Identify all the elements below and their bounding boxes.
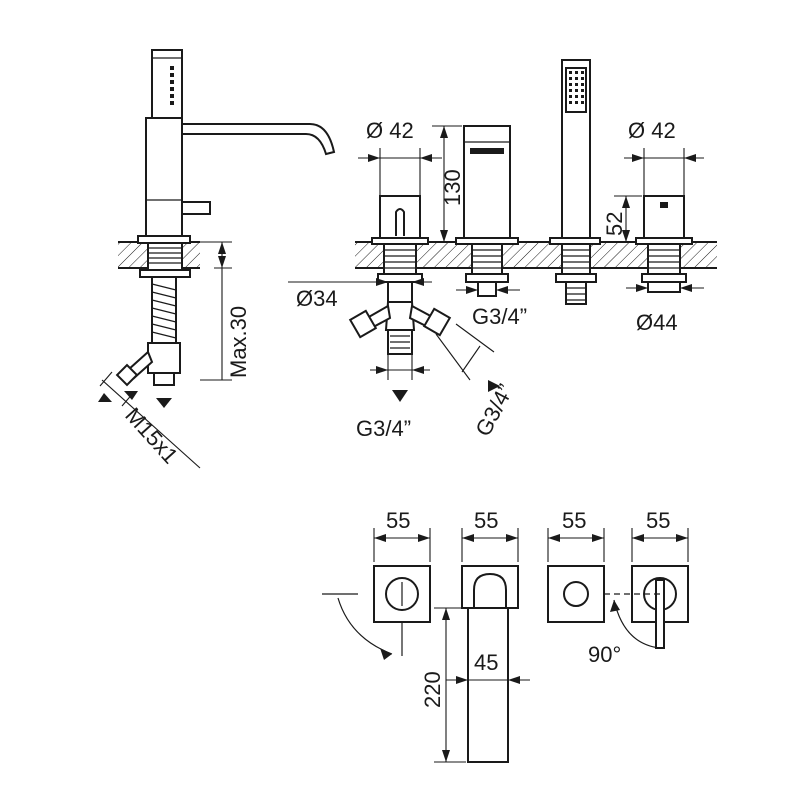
- side-view-four-hole: Ø34 Ø 42 G3/4” G3/4” 13: [288, 59, 717, 441]
- label-d42-right: Ø 42: [628, 118, 676, 143]
- diverter-knob-top: [385, 577, 419, 611]
- hand-shower-side: [151, 49, 183, 119]
- threaded-shank-side: [147, 242, 183, 272]
- label-w45: 45: [474, 650, 498, 675]
- label-g34-angled: G3/4”: [470, 380, 518, 440]
- shower-holes: [569, 71, 584, 104]
- label-m15x1: M15x1: [120, 403, 183, 469]
- shower-holes-side: [170, 66, 174, 105]
- shower-plate-top: [547, 565, 605, 623]
- label-max30: Max.30: [226, 306, 251, 378]
- shower-hole-top: [563, 581, 589, 607]
- label-d44: Ø44: [636, 310, 678, 335]
- base-flange-side: [137, 235, 191, 244]
- outlet-arrow-down: [156, 398, 172, 408]
- diverter-knob: [379, 195, 421, 239]
- locking-nut-side: [139, 269, 191, 278]
- label-h52: 52: [602, 212, 627, 236]
- label-g34-spout: G3/4”: [472, 304, 527, 329]
- side-view-mixer: Max.30 M15x1: [98, 49, 336, 469]
- label-w55-3: 55: [562, 508, 586, 533]
- label-w55-4: 55: [646, 508, 670, 533]
- label-h220: 220: [420, 671, 445, 708]
- plan-view: 55 55 55 55 45: [322, 508, 689, 763]
- label-d34: Ø34: [296, 286, 338, 311]
- width-dims: 55 55 55 55: [373, 508, 689, 562]
- label-w55-1: 55: [386, 508, 410, 533]
- label-angle90: 90°: [588, 642, 621, 667]
- label-w55-2: 55: [474, 508, 498, 533]
- diverter-valve-side: [147, 342, 181, 374]
- label-h130: 130: [440, 169, 465, 206]
- spout-arm-top: [467, 607, 509, 763]
- spout-side: [182, 123, 336, 156]
- label-d42-left: Ø 42: [366, 118, 414, 143]
- mixer-lever-top: [655, 579, 665, 649]
- label-g34-bottom: G3/4”: [356, 416, 411, 441]
- mixer-body-side: [145, 117, 183, 237]
- spout-body: [463, 125, 511, 239]
- lever-side: [181, 201, 211, 215]
- spout-top: [461, 565, 519, 609]
